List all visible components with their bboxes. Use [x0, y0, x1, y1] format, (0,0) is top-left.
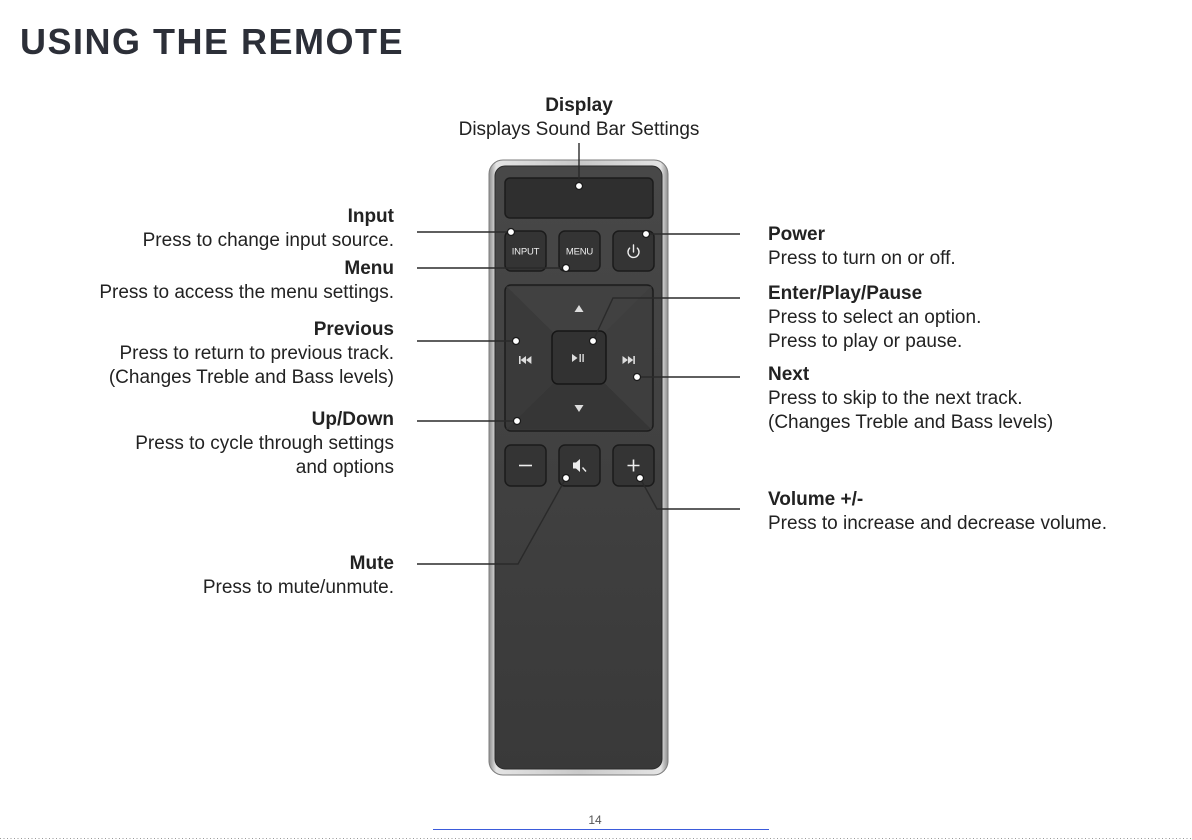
- triangle-up-icon: [574, 305, 584, 312]
- skip-next-icon: [622, 356, 635, 364]
- callout-enter-text-1: Press to select an option.: [768, 307, 982, 328]
- callout-previous-text-1: Press to return to previous track.: [119, 343, 394, 364]
- callout-menu: Menu Press to access the menu settings.: [0, 257, 394, 305]
- power-icon: [627, 244, 640, 259]
- enter-button-body: [551, 330, 607, 385]
- leader-dot-mute: [561, 473, 571, 483]
- skip-previous-bar: [519, 356, 521, 364]
- callout-next-label: Next: [768, 364, 810, 385]
- mute-icon: [573, 459, 587, 472]
- mute-slash: [581, 467, 587, 472]
- callout-display-text: Displays Sound Bar Settings: [458, 119, 700, 140]
- callout-next-text-2: (Changes Treble and Bass levels): [768, 412, 1054, 433]
- callout-enter-play-pause: Enter/Play/Pause Press to select an opti…: [768, 282, 981, 354]
- leader-dot-enter: [588, 336, 598, 346]
- menu-button-body: [558, 230, 601, 272]
- leader-dot-volume: [635, 473, 645, 483]
- callout-volume-text: Press to increase and decrease volume.: [768, 513, 1108, 534]
- callout-enter-text-2: Press to play or pause.: [768, 331, 963, 352]
- callout-power: Power Press to turn on or off.: [768, 223, 956, 271]
- leader-lines: [417, 143, 740, 565]
- up-button: [506, 286, 652, 358]
- leader-dot-up-down: [512, 416, 522, 426]
- leader-dots: [506, 181, 651, 483]
- page-title: USING THE REMOTE: [20, 21, 405, 62]
- input-button-body: [504, 230, 547, 272]
- triangle-down-icon: [574, 405, 584, 412]
- pause-bar-2: [582, 354, 584, 362]
- volume-up-button: [612, 444, 655, 487]
- callout-menu-text: Press to access the menu settings.: [99, 282, 394, 303]
- skip-next-arrow-2: [627, 356, 634, 364]
- play-pause-icon: [572, 354, 584, 362]
- navigation-pad: [504, 284, 654, 432]
- leader-line-volume: [639, 477, 740, 510]
- skip-previous-arrow-1: [520, 356, 526, 364]
- power-button: [612, 230, 655, 272]
- skip-next-bar: [633, 356, 635, 364]
- down-button: [506, 358, 652, 430]
- leader-dot-display: [574, 181, 584, 191]
- input-button-label: INPUT: [512, 247, 540, 258]
- leader-dot-previous: [511, 336, 521, 346]
- leader-line-mute: [417, 477, 567, 565]
- callout-next-text-1: Press to skip to the next track.: [768, 388, 1023, 409]
- callout-previous-text-2: (Changes Treble and Bass levels): [108, 367, 394, 388]
- callout-input-text: Press to change input source.: [142, 230, 394, 251]
- plus-icon: [627, 459, 640, 472]
- callout-mute: Mute Press to mute/unmute.: [0, 552, 394, 600]
- callout-display-label: Display: [545, 95, 613, 116]
- page-number: 14: [588, 813, 602, 827]
- callout-input: Input Press to change input source.: [0, 205, 394, 253]
- callout-volume-label: Volume +/-: [768, 489, 864, 510]
- callout-next: Next Press to skip to the next track. (C…: [768, 363, 1053, 435]
- callout-mute-text: Press to mute/unmute.: [202, 577, 394, 598]
- volume-down-button: [504, 444, 547, 487]
- callout-mute-label: Mute: [349, 553, 394, 574]
- leader-dot-input: [506, 227, 516, 237]
- callout-up-down-text-1: Press to cycle through settings: [135, 433, 394, 454]
- menu-button: MENU: [558, 230, 601, 272]
- callout-up-down: Up/Down Press to cycle through settings …: [0, 408, 394, 480]
- callout-power-text: Press to turn on or off.: [768, 248, 956, 269]
- skip-previous-icon: [519, 356, 532, 364]
- callout-previous: Previous Press to return to previous tra…: [0, 318, 394, 390]
- callout-up-down-label: Up/Down: [311, 409, 394, 430]
- mute-speaker: [573, 459, 580, 472]
- input-button: INPUT: [504, 230, 547, 272]
- callout-volume: Volume +/- Press to increase and decreas…: [768, 488, 1107, 536]
- callout-power-label: Power: [768, 224, 826, 245]
- page-link-underline[interactable]: [433, 829, 769, 830]
- previous-button: [506, 286, 579, 430]
- leader-dot-power: [641, 229, 651, 239]
- callout-up-down-text-2: and options: [295, 457, 394, 478]
- callout-enter-label: Enter/Play/Pause: [768, 283, 923, 304]
- pause-bar-1: [579, 354, 581, 362]
- next-button: [579, 286, 652, 430]
- callout-display: Display Displays Sound Bar Settings: [379, 94, 779, 142]
- play-triangle: [572, 354, 578, 362]
- callout-menu-label: Menu: [344, 258, 394, 279]
- menu-button-label: MENU: [566, 247, 594, 258]
- leader-dot-menu: [561, 263, 571, 273]
- callout-previous-label: Previous: [313, 319, 394, 340]
- leader-line-enter: [592, 297, 740, 342]
- skip-previous-arrow-2: [526, 356, 532, 364]
- skip-next-arrow-1: [622, 356, 628, 364]
- remote-control: INPUT MENU: [488, 159, 669, 776]
- enter-play-pause-button: [551, 330, 607, 385]
- leader-dot-next: [632, 372, 642, 382]
- callout-input-label: Input: [347, 206, 394, 227]
